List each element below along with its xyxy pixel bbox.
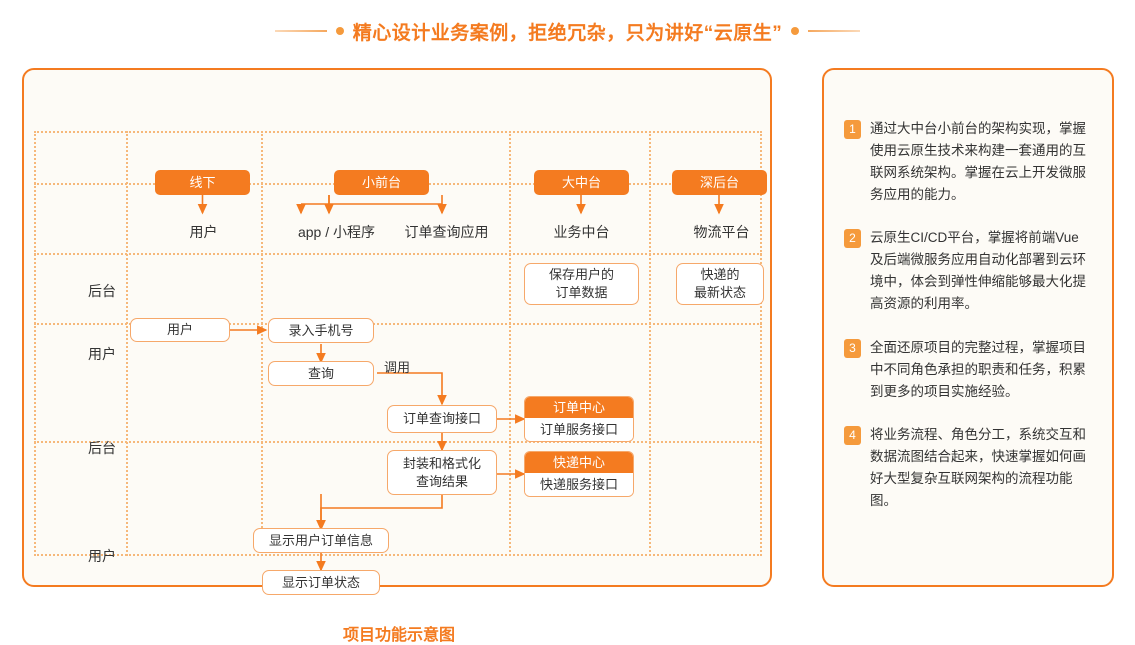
grid-divider-col-2 [261, 131, 263, 556]
column-header-app: app / 小程序 [297, 224, 376, 240]
node-wrap-format-result-label: 封装和格式化 查询结果 [402, 455, 481, 489]
list-item-number: 1 [844, 120, 861, 139]
grid-divider-row-4 [34, 441, 762, 443]
list-item: 4 将业务流程、角色分工，系统交互和数据流图结合起来，快速掌握如何画好大型复杂互… [844, 424, 1090, 511]
service-express-center-api: 快递服务接口 [525, 473, 633, 496]
banner-dot-left-icon [335, 27, 344, 35]
banner-dot-right-icon [791, 27, 800, 35]
node-show-user-order-info[interactable]: 显示用户订单信息 [253, 528, 389, 553]
service-express-center[interactable]: 快递中心 快递服务接口 [524, 451, 634, 497]
grid-border-right [760, 131, 762, 556]
list-item-text: 全面还原项目的完整过程，掌握项目中不同角色承担的职责和任务，积累到更多的项目实施… [870, 339, 1086, 399]
node-save-order-data[interactable]: 保存用户的 订单数据 [524, 263, 639, 305]
tab-offline[interactable]: 线下 [155, 170, 250, 195]
node-wrap-format-result[interactable]: 封装和格式化 查询结果 [387, 450, 497, 495]
tab-mid-stage[interactable]: 大中台 [534, 170, 629, 195]
banner-line-left-decoration [274, 30, 327, 32]
node-show-user-order-info-label: 显示用户订单信息 [268, 532, 373, 548]
column-header-biz-mid: 业务中台 [553, 224, 610, 240]
lane-label-user-1: 用户 [88, 346, 116, 362]
grid-border-top [34, 131, 762, 133]
node-input-phone[interactable]: 录入手机号 [268, 318, 374, 343]
grid-border-left [34, 131, 36, 556]
grid-divider-col-3 [509, 131, 511, 556]
diagram-card: 线下 小前台 大中台 深后台 用户 app / 小程序 订单查询应用 业务中台 … [22, 68, 772, 644]
list-item: 3 全面还原项目的完整过程，掌握项目中不同角色承担的职责和任务，积累到更多的项目… [844, 337, 1090, 403]
node-user-label: 用户 [166, 322, 193, 338]
grid-divider-col-1 [126, 131, 128, 556]
service-order-center-api: 订单服务接口 [525, 418, 633, 441]
node-show-order-status-label: 显示订单状态 [281, 574, 360, 590]
highlights-card: 1 通过大中台小前台的架构实现，掌握使用云原生技术来构建一套通用的互联网系统架构… [822, 68, 1114, 587]
diagram-caption: 项目功能示意图 [342, 627, 455, 644]
node-user[interactable]: 用户 [130, 318, 230, 342]
node-order-query-api[interactable]: 订单查询接口 [387, 405, 497, 433]
node-order-query-api-label: 订单查询接口 [402, 411, 481, 427]
list-item-number: 3 [844, 338, 861, 358]
column-header-user: 用户 [189, 224, 218, 240]
node-save-order-data-label: 保存用户的 订单数据 [548, 267, 614, 300]
edge-label-invoke: 调用 [384, 360, 411, 375]
node-input-phone-label: 录入手机号 [288, 322, 354, 338]
list-item: 2 云原生CI/CD平台，掌握将前端Vue及后端微服务应用自动化部署到云环境中，… [844, 227, 1090, 314]
tab-back-stage[interactable]: 深后台 [672, 170, 767, 195]
node-express-latest-status[interactable]: 快递的 最新状态 [676, 263, 764, 305]
list-item-text: 通过大中台小前台的架构实现，掌握使用云原生技术来构建一套通用的互联网系统架构。掌… [870, 121, 1086, 202]
node-express-latest-status-label: 快递的 最新状态 [693, 267, 746, 300]
lane-label-backend-1: 后台 [88, 283, 116, 299]
banner-line-right-decoration [808, 30, 861, 32]
list-item-text: 云原生CI/CD平台，掌握将前端Vue及后端微服务应用自动化部署到云环境中，体会… [870, 230, 1086, 312]
swimlane-grid [34, 131, 762, 556]
service-order-center[interactable]: 订单中心 订单服务接口 [524, 396, 634, 442]
service-order-center-title: 订单中心 [525, 397, 633, 418]
list-item: 1 通过大中台小前台的架构实现，掌握使用云原生技术来构建一套通用的互联网系统架构… [844, 118, 1090, 205]
column-header-order-app: 订单查询应用 [404, 224, 489, 240]
page-banner: 精心设计业务案例，拒绝冗杂，只为讲好“云原生” [0, 14, 1135, 48]
node-query[interactable]: 查询 [268, 361, 374, 386]
list-item-text: 将业务流程、角色分工，系统交互和数据流图结合起来，快速掌握如何画好大型复杂互联网… [870, 427, 1086, 509]
list-item-number: 4 [844, 426, 861, 446]
grid-divider-row-3 [34, 323, 762, 325]
list-item-number: 2 [844, 229, 861, 249]
lane-label-backend-2: 后台 [88, 440, 116, 456]
grid-border-bottom [34, 554, 762, 556]
banner-title: 精心设计业务案例，拒绝冗杂，只为讲好“云原生” [352, 22, 783, 44]
grid-divider-row-2 [34, 253, 762, 255]
grid-divider-col-4 [649, 131, 651, 556]
node-query-label: 查询 [307, 365, 334, 381]
service-express-center-title: 快递中心 [525, 452, 633, 473]
column-header-logistics: 物流平台 [693, 224, 750, 240]
lane-label-user-2: 用户 [88, 548, 116, 564]
node-show-order-status[interactable]: 显示订单状态 [262, 570, 380, 595]
tab-front-stage[interactable]: 小前台 [334, 170, 429, 195]
